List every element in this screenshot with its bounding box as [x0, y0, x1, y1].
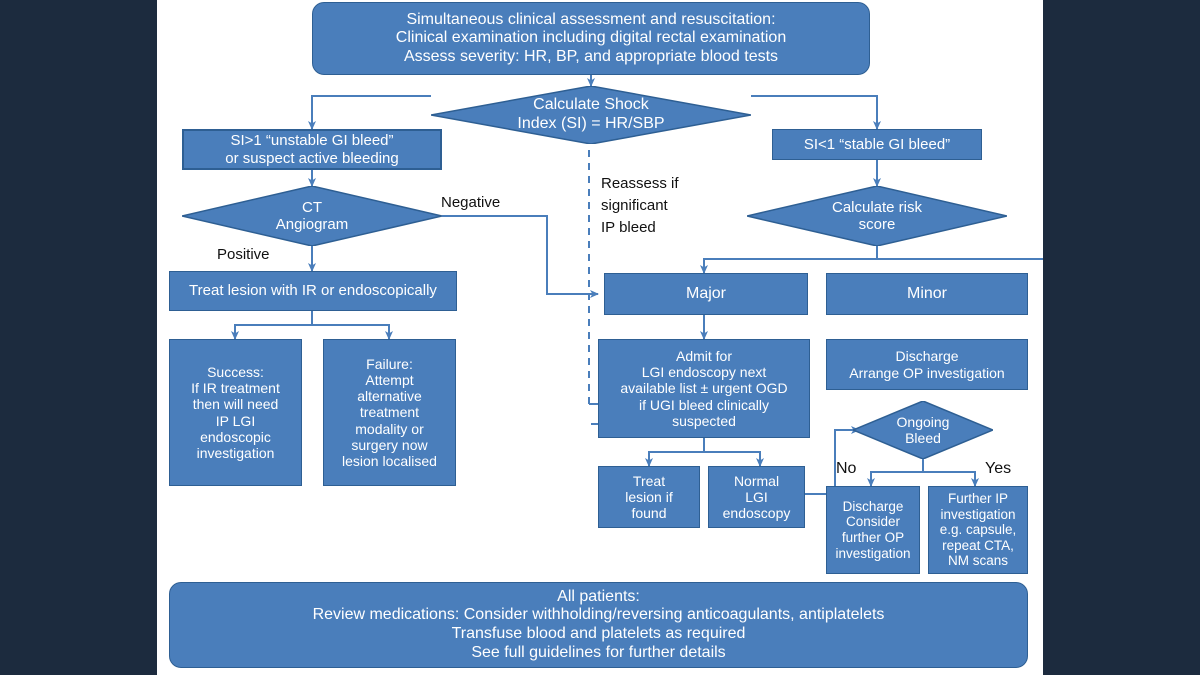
edge-shock-to-si-high	[308, 95, 431, 130]
node-minor[interactable]: Minor	[826, 273, 1028, 315]
node-si-low-text: SI<1 “stable GI bleed”	[803, 135, 951, 153]
node-ongoing-bleed[interactable]: Ongoing Bleed	[851, 400, 995, 460]
node-discharge-op[interactable]: Discharge Arrange OP investigation	[826, 339, 1028, 390]
node-treat-lesion-ir-text: Treat lesion with IR or endoscopically	[189, 282, 437, 300]
node-admit-text: Admit for LGI endoscopy next available l…	[620, 347, 788, 429]
edge-label-yes: Yes	[985, 460, 1012, 477]
edge-admit-to-treat	[645, 438, 705, 467]
edge-risk-to-minor	[877, 258, 1043, 260]
risk-score-shape	[746, 185, 1008, 247]
node-si-high[interactable]: SI>1 “unstable GI bleed” or suspect acti…	[182, 129, 442, 170]
node-si-high-text: SI>1 “unstable GI bleed” or suspect acti…	[225, 132, 399, 167]
node-discharge-consider[interactable]: Discharge Consider further OP investigat…	[826, 486, 920, 574]
flowchart-panel: Simultaneous clinical assessment and res…	[157, 0, 1043, 675]
node-discharge-consider-text: Discharge Consider further OP investigat…	[835, 498, 911, 561]
node-treat-lesion-ir[interactable]: Treat lesion with IR or endoscopically	[169, 271, 457, 311]
edge-admit-to-normal	[704, 451, 764, 467]
node-major-text: Major	[685, 284, 726, 302]
edge-label-no: No	[836, 460, 857, 477]
node-failure-text: Failure: Attempt alternative treatment m…	[342, 355, 437, 470]
edge-ct-negative-to-major	[442, 215, 599, 298]
node-success-text: Success: If IR treatment then will need …	[191, 363, 280, 461]
node-assessment-text: Simultaneous clinical assessment and res…	[395, 10, 787, 65]
node-failure[interactable]: Failure: Attempt alternative treatment m…	[323, 339, 456, 486]
node-all-patients-text: All patients: Review medications: Consid…	[312, 587, 885, 661]
node-assessment[interactable]: Simultaneous clinical assessment and res…	[312, 2, 870, 75]
edge-label-negative: Negative	[441, 194, 501, 211]
node-ct-angiogram[interactable]: CT Angiogram	[181, 185, 443, 247]
node-discharge-op-text: Discharge Arrange OP investigation	[849, 348, 1005, 381]
ct-angiogram-shape	[181, 185, 443, 247]
edge-treat-to-failure	[312, 324, 393, 340]
node-treat-if-found-text: Treat lesion if found	[625, 472, 673, 522]
edge-ongoing-yes	[923, 471, 979, 487]
edge-ongoing-no	[867, 459, 924, 487]
node-major[interactable]: Major	[604, 273, 808, 315]
node-minor-text: Minor	[906, 284, 947, 302]
edge-risk-to-major	[700, 245, 878, 274]
connector-layer	[231, 75, 1043, 495]
shock-index-shape	[430, 85, 752, 145]
edge-shock-to-si-low	[751, 95, 881, 130]
node-further-ip-text: Further IP investigation e.g. capsule, r…	[939, 490, 1017, 569]
node-further-ip[interactable]: Further IP investigation e.g. capsule, r…	[928, 486, 1028, 574]
node-normal-lgi-text: Normal LGI endoscopy	[722, 472, 791, 522]
edge-label-reassess: Reassess if significant IP bleed	[601, 175, 679, 236]
node-normal-lgi[interactable]: Normal LGI endoscopy	[708, 466, 805, 528]
node-all-patients[interactable]: All patients: Review medications: Consid…	[169, 582, 1028, 668]
node-risk-score[interactable]: Calculate risk score	[746, 185, 1008, 247]
node-treat-if-found[interactable]: Treat lesion if found	[598, 466, 700, 528]
edge-treat-to-success	[231, 311, 313, 340]
edge-normal-to-ongoing	[805, 426, 860, 495]
ongoing-bleed-shape	[851, 400, 995, 460]
node-shock-index[interactable]: Calculate Shock Index (SI) = HR/SBP	[430, 85, 752, 145]
node-si-low[interactable]: SI<1 “stable GI bleed”	[772, 129, 982, 160]
node-success[interactable]: Success: If IR treatment then will need …	[169, 339, 302, 486]
edge-label-positive: Positive	[217, 246, 270, 263]
node-admit[interactable]: Admit for LGI endoscopy next available l…	[598, 339, 810, 438]
